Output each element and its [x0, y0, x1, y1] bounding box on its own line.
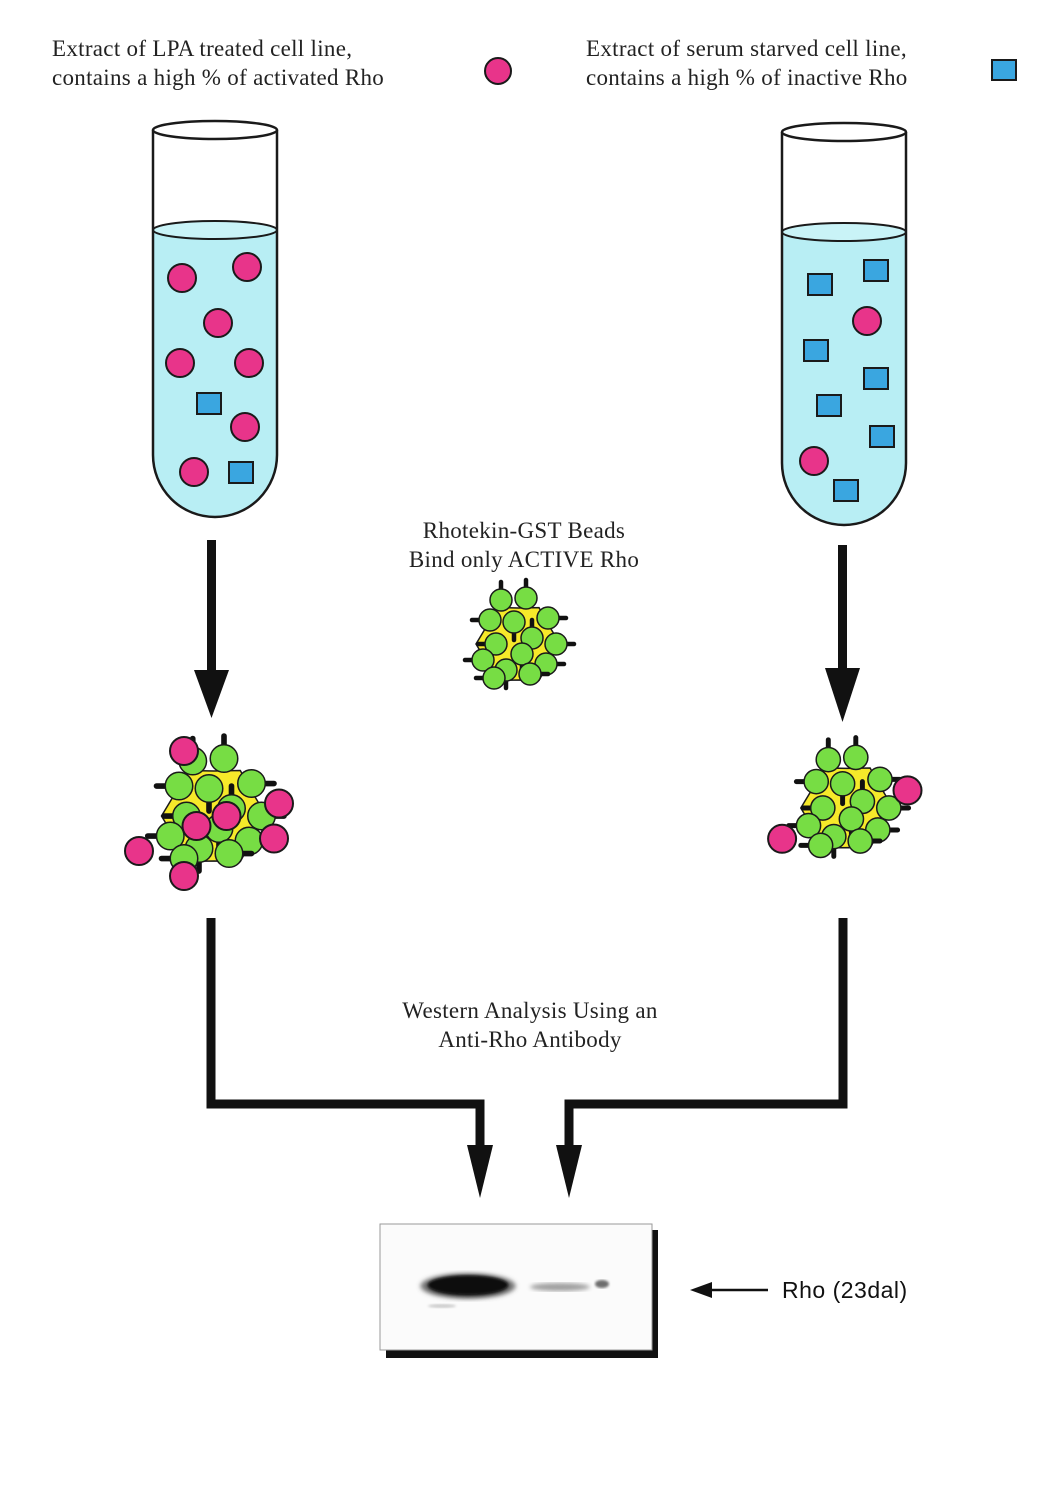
beads-caption-line1: Rhotekin-GST Beads — [422, 518, 626, 543]
gst-rhotekin-unit — [514, 586, 538, 610]
active-rho-circle-icon — [230, 412, 260, 442]
gst-rhotekin-unit — [809, 795, 836, 821]
active-rho-circle-icon — [167, 263, 197, 293]
left-extract-line2: contains a high % of activated Rho — [52, 65, 385, 90]
gst-rhotekin-unit — [842, 744, 869, 771]
right-test-tube — [780, 121, 908, 527]
active-rho-circle-icon — [232, 252, 262, 282]
inactive-rho-square-icon — [228, 461, 254, 484]
serum-starved-rho-band — [530, 1283, 590, 1291]
left-elbow-arrow — [206, 918, 493, 1198]
active-rho-circle-icon — [203, 308, 233, 338]
rho-band-label: Rho (23dal) — [782, 1277, 908, 1303]
active-rho-circle-icon — [264, 788, 294, 819]
right-extract-line1: Extract of serum starved cell line, — [586, 36, 907, 61]
gst-rhotekin-unit — [478, 608, 502, 632]
left-extract-line1: Extract of LPA treated cell line, — [52, 36, 353, 61]
inactive-rho-square-icon — [863, 259, 889, 282]
gst-rhotekin-unit — [536, 606, 560, 630]
gst-rhotekin-unit — [214, 839, 244, 868]
gst-rhotekin-unit — [471, 648, 495, 672]
serum-starved-rho-band-spot — [595, 1280, 609, 1288]
left-tube-contents — [165, 252, 264, 487]
gst-rhotekin-unit — [502, 610, 526, 634]
active-rho-circle-icon — [799, 446, 829, 476]
gst-rhotekin-unit — [237, 769, 266, 798]
inactive-rho-square-icon — [869, 425, 895, 448]
right-extract-caption: Extract of serum starved cell line, cont… — [586, 34, 908, 92]
gst-rhotekin-unit — [518, 662, 542, 686]
gst-rhotekin-unit — [875, 795, 902, 821]
band-pointer-arrow — [690, 1282, 768, 1298]
gst-rhotekin-unit — [847, 828, 874, 854]
left-tube-liquid — [153, 230, 277, 517]
beads-caption: Rhotekin-GST Beads Bind only ACTIVE Rho — [344, 516, 704, 574]
gst-rhotekin-unit — [155, 821, 185, 851]
gst-rhotekin-unit — [484, 632, 508, 656]
active-rho-circle-icon — [259, 823, 289, 854]
gst-rhotekin-unit — [510, 642, 534, 666]
right-elbow-arrow — [556, 918, 848, 1198]
western-caption-line1: Western Analysis Using an — [402, 998, 658, 1023]
gst-rhotekin-unit — [807, 832, 834, 859]
right-extract-line2: contains a high % of inactive Rho — [586, 65, 908, 90]
active-rho-circle-icon — [211, 801, 242, 831]
rhotekin-gst-bead — [462, 577, 577, 691]
left-tube-rim — [151, 119, 279, 141]
active-rho-circle-icon — [234, 348, 264, 378]
gst-rhotekin-unit — [803, 768, 830, 795]
inactive-rho-square-icon — [807, 273, 833, 296]
gst-rhotekin-unit — [164, 771, 194, 801]
western-caption: Western Analysis Using an Anti-Rho Antib… — [330, 996, 730, 1054]
gst-rhotekin-unit — [209, 744, 239, 773]
gst-rhotekin-unit — [544, 632, 568, 656]
gst-rhotekin-unit — [838, 806, 865, 832]
left-bead-with-active-rho — [124, 733, 294, 891]
active-rho-circle-icon — [181, 811, 212, 841]
inactive-rho-square-icon — [833, 479, 859, 502]
active-rho-circle-icon — [484, 57, 512, 85]
beads-caption-line2: Bind only ACTIVE Rho — [408, 547, 640, 572]
right-bead-with-active-rho — [767, 735, 923, 859]
left-tube-wall — [151, 130, 279, 519]
active-rho-circle-icon — [767, 823, 798, 854]
inactive-rho-square-icon — [863, 367, 889, 390]
active-rho-circle-icon — [179, 457, 209, 487]
active-rho-circle-icon — [169, 736, 199, 766]
gst-rhotekin-unit — [795, 812, 822, 839]
gst-rhotekin-unit — [194, 774, 224, 803]
gst-rhotekin-unit — [867, 766, 893, 793]
right-down-arrow — [825, 545, 860, 722]
right-liquid-surface — [781, 222, 907, 242]
left-down-arrow — [194, 540, 229, 718]
left-extract-caption: Extract of LPA treated cell line, contai… — [52, 34, 384, 92]
left-test-tube — [151, 119, 279, 519]
active-rho-circle-icon — [892, 775, 923, 806]
inactive-rho-square-icon — [816, 394, 842, 417]
gst-rhotekin-unit — [829, 770, 856, 797]
western-caption-line2: Anti-Rho Antibody — [438, 1027, 622, 1052]
gst-rhotekin-unit — [815, 746, 842, 773]
lps-active-rho-band-core — [428, 1276, 508, 1294]
gst-rhotekin-unit — [482, 666, 506, 690]
active-rho-circle-icon — [165, 348, 195, 378]
gst-rhotekin-unit — [489, 588, 513, 612]
western-blot-image — [379, 1223, 658, 1358]
inactive-rho-square-icon — [991, 59, 1017, 81]
active-rho-circle-icon — [169, 861, 199, 891]
right-tube-rim — [780, 121, 908, 143]
left-liquid-surface — [152, 220, 278, 240]
active-rho-circle-icon — [124, 836, 154, 866]
inactive-rho-square-icon — [196, 392, 222, 415]
right-tube-wall — [780, 132, 908, 527]
right-tube-contents — [799, 259, 895, 502]
inactive-rho-square-icon — [803, 339, 829, 362]
active-rho-circle-icon — [852, 306, 882, 336]
